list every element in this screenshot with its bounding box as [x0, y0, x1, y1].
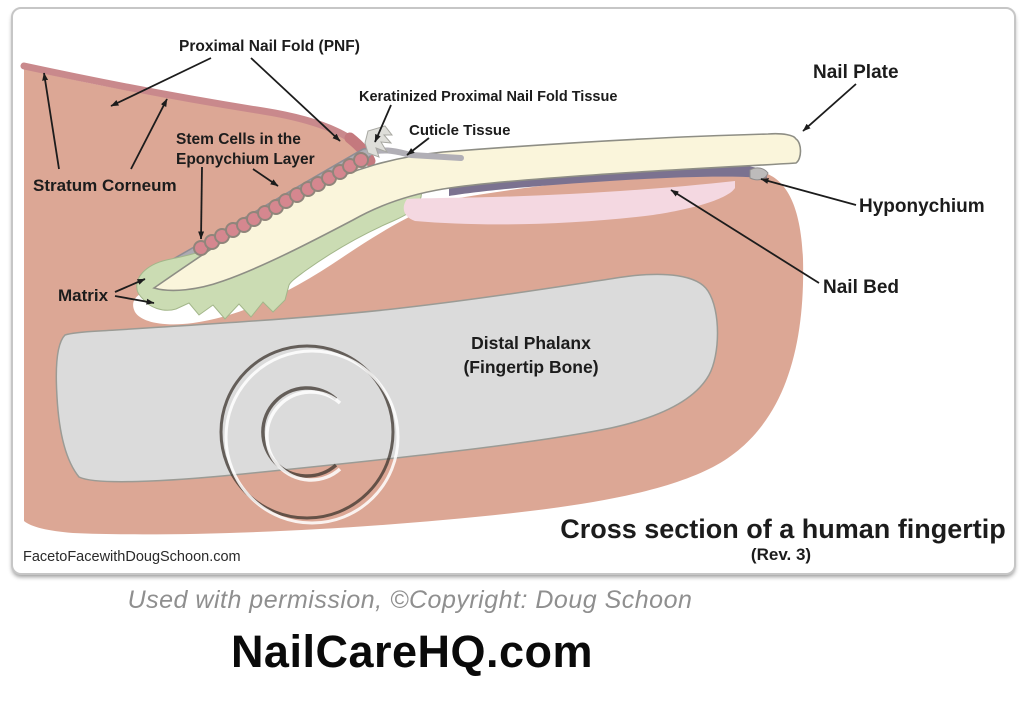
- arrow-stem-cells-down: [198, 166, 205, 240]
- stem-cells: [193, 152, 369, 256]
- site-name: NailCareHQ.com: [230, 626, 594, 677]
- arrow-stem-cells-diag: [252, 168, 279, 187]
- arrow-matrix-lower: [114, 295, 155, 305]
- nail-bed-shape: [403, 181, 735, 225]
- arrow-pnf-right: [250, 57, 341, 142]
- diagram-title: Cross section of a human fingertip: [560, 514, 1006, 544]
- annotation-arrows: [42, 57, 857, 305]
- label-cuticle-tissue: Cuticle Tissue: [409, 122, 510, 139]
- arrow-stratum-right: [130, 98, 168, 170]
- bed-epithelium-shape: [449, 165, 767, 196]
- hyponychium-shape: [749, 167, 769, 181]
- label-distal-phalanx-line1: Distal Phalanx: [471, 333, 591, 353]
- arrow-nail-plate: [802, 83, 857, 132]
- diagram-revision: (Rev. 3): [751, 545, 811, 564]
- label-matrix: Matrix: [58, 286, 109, 305]
- arrow-stratum-left: [42, 72, 60, 170]
- arrow-matrix-upper: [114, 278, 146, 293]
- label-stratum-corneum: Stratum Corneum: [33, 176, 177, 195]
- copyright-watermark-icon: [219, 344, 400, 525]
- arrow-cuticle: [406, 137, 430, 156]
- label-proximal-nail-fold: Proximal Nail Fold (PNF): [179, 38, 360, 55]
- arrow-pnf-left: [110, 57, 212, 107]
- label-stem-cells-line2: Eponychium Layer: [176, 151, 315, 168]
- credit-url: FacetoFacewithDougSchoon.com: [23, 549, 241, 565]
- label-stem-cells-line1: Stem Cells in the: [176, 131, 301, 148]
- arrow-hyponychium: [760, 178, 857, 206]
- diagram-card: Proximal Nail Fold (PNF) Keratinized Pro…: [11, 7, 1016, 575]
- label-nail-bed: Nail Bed: [823, 277, 899, 298]
- stratum-corneum-stripe: [20, 62, 374, 165]
- label-hyponychium: Hyponychium: [859, 196, 985, 217]
- permission-note: Used with permission, ©Copyright: Doug S…: [127, 586, 693, 614]
- label-keratinized-pnf-tissue: Keratinized Proximal Nail Fold Tissue: [359, 89, 617, 105]
- nail-plate-shape: [152, 132, 802, 292]
- arrow-nail-bed: [670, 189, 820, 284]
- arrow-keratinized: [374, 104, 392, 143]
- label-distal-phalanx-line2: (Fingertip Bone): [463, 357, 598, 377]
- fingertip-diagram: Proximal Nail Fold (PNF) Keratinized Pro…: [20, 38, 1006, 565]
- label-nail-plate: Nail Plate: [813, 62, 899, 83]
